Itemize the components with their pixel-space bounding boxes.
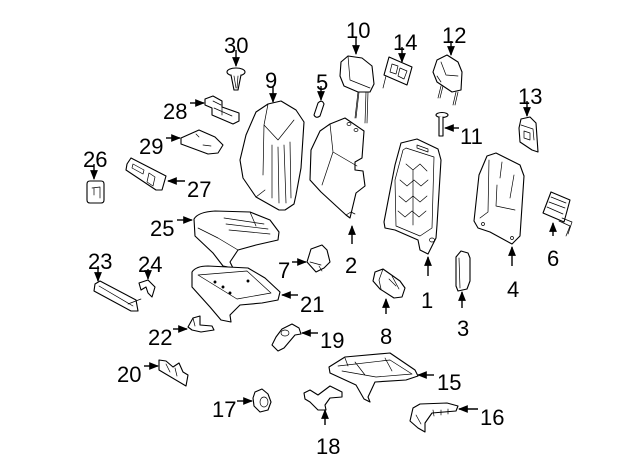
cushion-cover-part[interactable] (193, 210, 280, 269)
callout-14[interactable]: 14 (393, 30, 417, 63)
callout-label: 5 (316, 70, 328, 95)
callout-10[interactable]: 10 (346, 18, 370, 55)
callout-7[interactable]: 7 (278, 258, 307, 283)
callout-label: 1 (421, 288, 433, 313)
adjuster-knob-part[interactable] (252, 388, 272, 413)
callout-label: 8 (380, 324, 392, 349)
callout-label: 22 (148, 325, 172, 350)
callout-label: 11 (460, 124, 483, 149)
bracket-part[interactable] (303, 385, 343, 411)
switch-knob-part[interactable] (86, 180, 105, 204)
callout-label: 17 (212, 397, 236, 422)
headrest-guide-part[interactable] (313, 100, 325, 118)
callout-6[interactable]: 6 (547, 222, 559, 271)
callout-label: 24 (138, 252, 162, 277)
callout-label: 29 (139, 134, 163, 159)
callout-22[interactable]: 22 (148, 325, 188, 350)
headrest-part[interactable] (339, 55, 375, 124)
seat-pan-part[interactable] (328, 352, 419, 403)
lumbar-switch-part[interactable] (518, 116, 539, 153)
headrest-frame-part[interactable] (432, 54, 463, 106)
callout-30[interactable]: 30 (224, 33, 248, 67)
callout-23[interactable]: 23 (88, 249, 112, 282)
motor-part[interactable] (372, 268, 406, 299)
switch-panel-part[interactable] (125, 157, 167, 191)
callout-label: 10 (346, 18, 370, 43)
callout-16[interactable]: 16 (458, 405, 504, 430)
callout-18[interactable]: 18 (316, 409, 340, 459)
callout-8[interactable]: 8 (380, 298, 392, 349)
switch-part[interactable] (204, 95, 240, 125)
callout-label: 30 (224, 33, 248, 58)
callout-20[interactable]: 20 (117, 362, 159, 387)
seat-back-frame-part[interactable] (383, 138, 442, 255)
callout-label: 19 (320, 328, 344, 353)
hook-part[interactable] (187, 315, 215, 333)
callout-label: 14 (393, 30, 417, 55)
callout-label: 12 (442, 23, 466, 48)
seat-back-cover-part[interactable] (239, 100, 305, 211)
callout-12[interactable]: 12 (442, 23, 466, 56)
callout-label: 9 (265, 68, 277, 93)
callout-26[interactable]: 26 (83, 147, 107, 180)
callout-label: 13 (518, 84, 542, 109)
callout-label: 26 (83, 147, 107, 172)
callout-label: 4 (507, 277, 519, 302)
callout-3[interactable]: 3 (457, 291, 469, 341)
callout-29[interactable]: 29 (139, 134, 181, 159)
callout-4[interactable]: 4 (507, 246, 519, 302)
callout-17[interactable]: 17 (212, 397, 253, 422)
headrest-guide-pin-part[interactable] (435, 111, 449, 137)
switch-bezel-part[interactable] (180, 129, 224, 155)
callout-9[interactable]: 9 (265, 68, 277, 103)
back-panel-part[interactable] (473, 152, 525, 245)
push-clip-part[interactable] (226, 67, 246, 91)
cover-bracket-part[interactable] (271, 323, 302, 352)
callout-label: 15 (437, 370, 461, 395)
callout-label: 7 (278, 258, 290, 283)
callout-5[interactable]: 5 (316, 70, 328, 101)
side-trim-panel-part[interactable] (455, 250, 471, 292)
headrest-control-part[interactable] (382, 56, 413, 89)
callout-label: 25 (150, 216, 174, 241)
callout-label: 23 (88, 249, 112, 274)
callout-label: 2 (345, 253, 357, 278)
callout-28[interactable]: 28 (163, 99, 205, 124)
heater-element-part[interactable] (542, 191, 573, 237)
callout-21[interactable]: 21 (281, 291, 324, 317)
callout-label: 27 (187, 177, 211, 202)
callout-label: 20 (117, 362, 141, 387)
side-shield-part[interactable] (409, 402, 459, 433)
callout-19[interactable]: 19 (301, 328, 344, 353)
seat-back-pad-part[interactable] (309, 117, 366, 219)
callout-label: 18 (316, 434, 340, 459)
callout-24[interactable]: 24 (138, 252, 162, 280)
clip-part[interactable] (138, 279, 156, 298)
callout-label: 28 (163, 99, 187, 124)
callout-2[interactable]: 2 (345, 225, 357, 278)
callout-label: 3 (457, 316, 469, 341)
callout-label: 6 (547, 246, 559, 271)
callout-1[interactable]: 1 (421, 256, 433, 313)
trim-strip-part[interactable] (93, 280, 142, 312)
track-cover-part[interactable] (158, 359, 189, 387)
callout-25[interactable]: 25 (150, 216, 193, 241)
cushion-pad-part[interactable] (191, 265, 281, 323)
callout-label: 21 (300, 292, 324, 317)
module-part[interactable] (306, 244, 331, 273)
callout-15[interactable]: 15 (417, 370, 461, 395)
callout-11[interactable]: 11 (444, 124, 483, 149)
callout-label: 16 (480, 405, 504, 430)
callout-13[interactable]: 13 (518, 84, 542, 117)
callout-27[interactable]: 27 (167, 177, 211, 202)
